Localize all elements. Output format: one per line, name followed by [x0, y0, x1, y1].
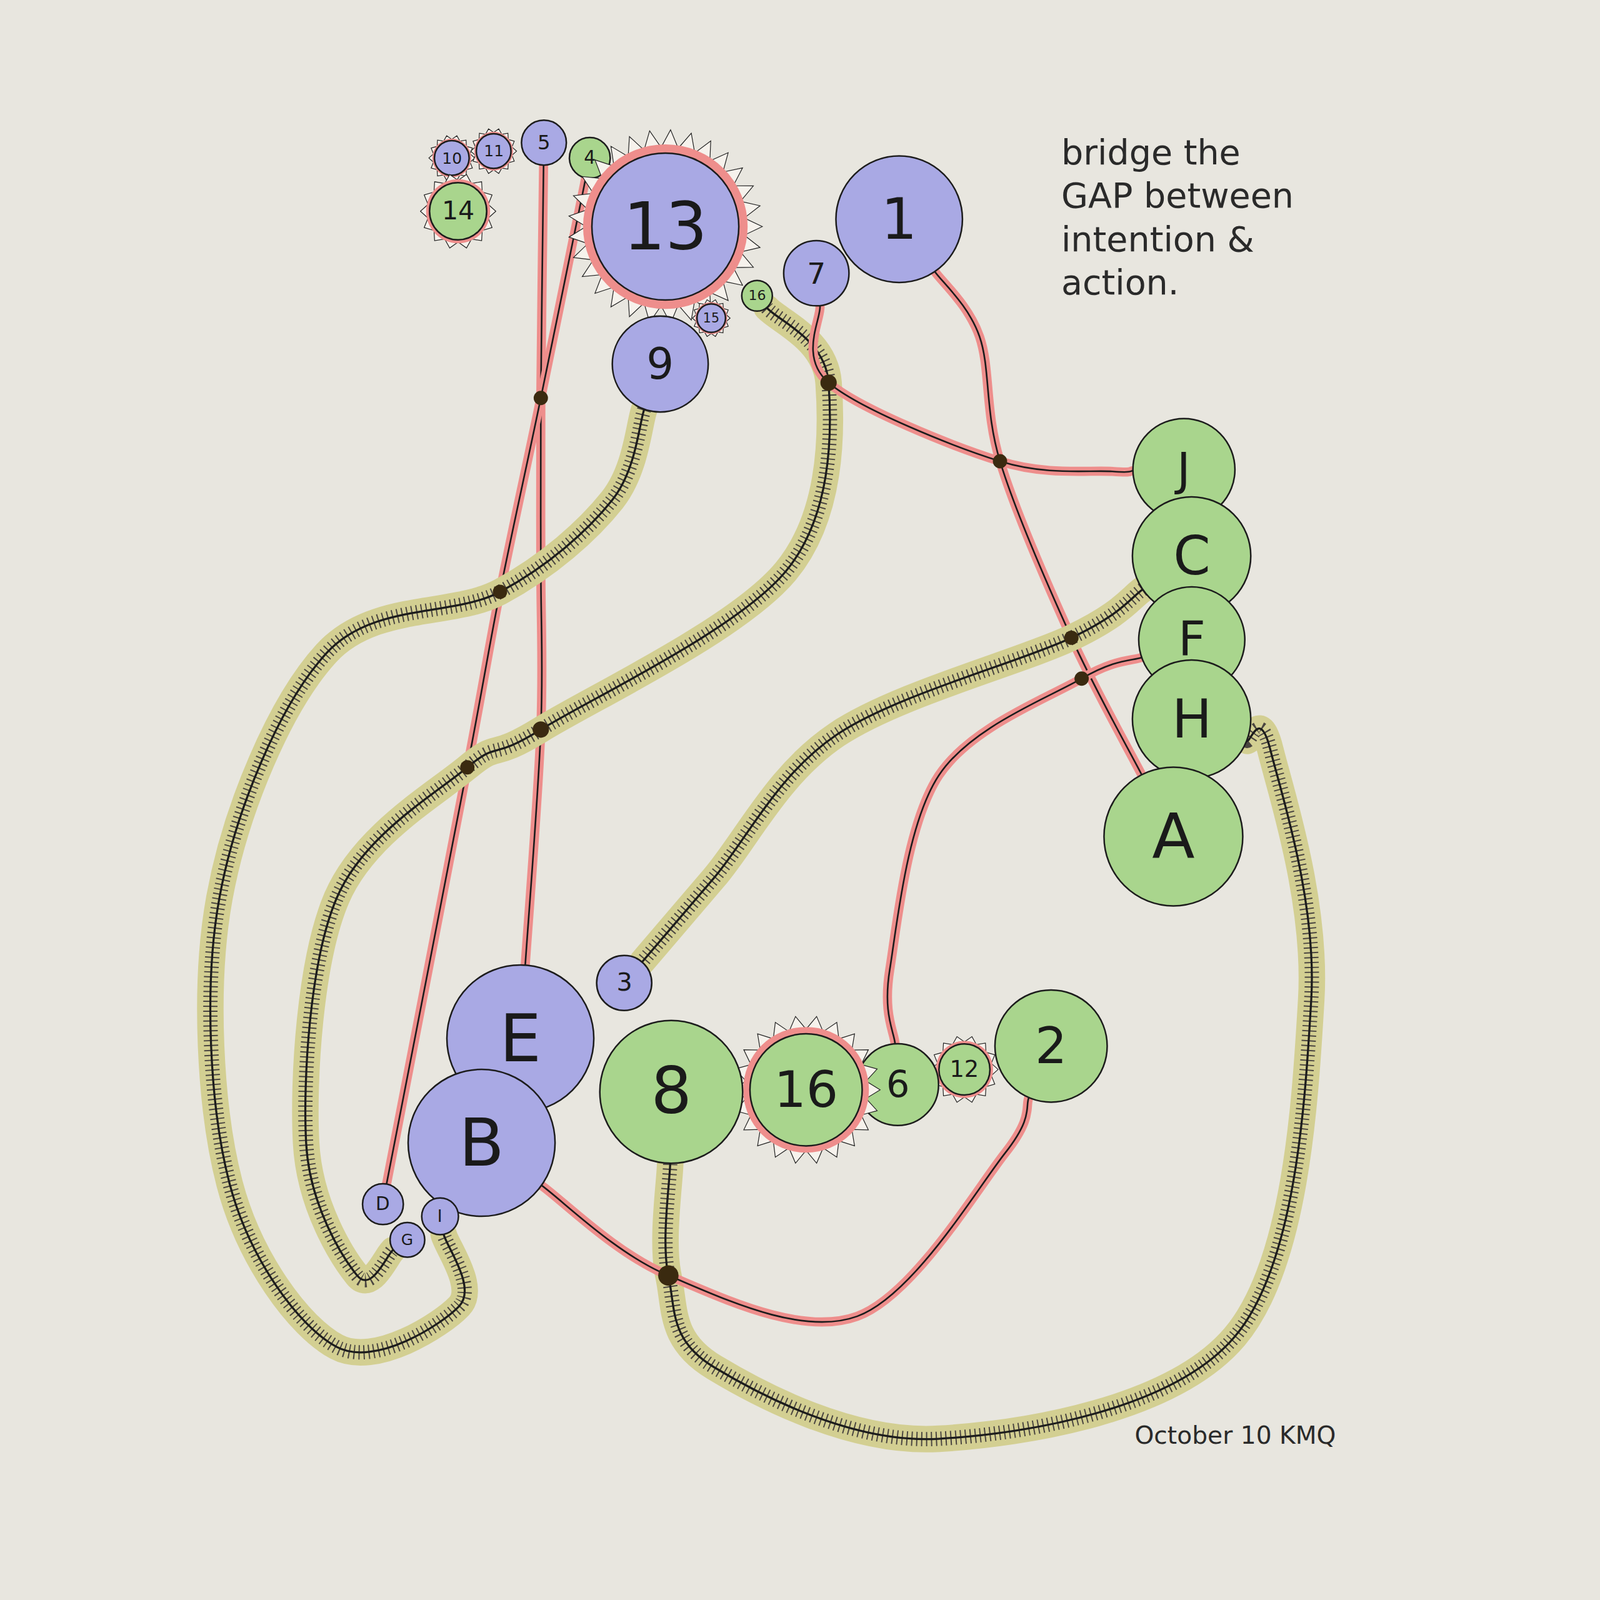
band-hatching — [305, 307, 830, 1280]
circle-node: 5 — [521, 120, 567, 166]
hatched-band — [665, 728, 1312, 1440]
hatched-band — [305, 307, 830, 1280]
circle-node: 2 — [995, 990, 1108, 1103]
signature-date: October 10 KMQ — [1135, 1420, 1442, 1452]
junction-dot — [1064, 630, 1079, 645]
node-label: 5 — [537, 132, 551, 153]
circle-node: 11 — [476, 133, 512, 169]
circle-node: 3 — [596, 955, 652, 1010]
node-label: 6 — [886, 1066, 910, 1104]
band-fill — [305, 307, 830, 1280]
circle-node: 1 — [835, 156, 962, 283]
circle-node: 16 — [750, 1033, 863, 1147]
circle-node: I — [421, 1198, 459, 1235]
circle-node: 8 — [600, 1020, 744, 1164]
circle-node: B — [408, 1069, 555, 1217]
note-text: bridge the GAP between intention & actio… — [1061, 130, 1317, 305]
circle-node: H — [1132, 660, 1251, 779]
hatched-band — [642, 589, 1144, 962]
junction-dot — [1074, 671, 1089, 686]
edge-group — [210, 165, 1312, 1439]
pink-ribbon — [887, 657, 1142, 1044]
node-label: 16 — [748, 288, 766, 303]
node-label: B — [458, 1110, 505, 1177]
node-label: C — [1173, 529, 1211, 583]
node-label: 4 — [583, 148, 596, 167]
band-fill — [642, 589, 1144, 962]
circle-node: D — [362, 1183, 404, 1225]
node-label: F — [1178, 615, 1206, 664]
junction-dot — [533, 390, 549, 405]
band-fill — [665, 728, 1312, 1440]
junction-dot — [658, 1265, 679, 1286]
band-line — [305, 307, 830, 1280]
band-hatching — [642, 589, 1144, 962]
node-label: 12 — [949, 1058, 979, 1082]
junction-dot — [460, 760, 475, 775]
node-label: E — [499, 1005, 542, 1072]
node-label: G — [401, 1231, 414, 1248]
node-label: 8 — [651, 1059, 692, 1124]
junction-dot — [993, 454, 1008, 469]
node-label: 13 — [623, 193, 708, 260]
node-label: 15 — [703, 311, 720, 325]
junction-dot — [493, 585, 508, 600]
node-label: 14 — [441, 198, 475, 224]
node-label: 7 — [806, 258, 826, 289]
band-hatching — [665, 728, 1312, 1440]
circle-node: 9 — [612, 316, 709, 412]
junction-dot — [820, 374, 837, 391]
node-label: 10 — [441, 150, 462, 167]
node-label: H — [1171, 692, 1212, 746]
ribbon-fill — [887, 657, 1142, 1044]
circle-node: 14 — [429, 182, 487, 240]
node-label: 3 — [616, 970, 633, 995]
circle-node: 7 — [783, 240, 849, 306]
node-label: 1 — [880, 190, 917, 248]
circle-node: 16 — [741, 280, 773, 312]
circle-node: A — [1104, 767, 1244, 907]
ribbon-line — [887, 657, 1142, 1044]
circle-node: 13 — [591, 153, 739, 300]
junction-dot — [532, 721, 549, 738]
circle-node: 15 — [696, 304, 726, 334]
node-label: D — [375, 1195, 390, 1214]
circle-node: 12 — [938, 1043, 990, 1095]
node-label: 9 — [646, 342, 674, 386]
node-label: I — [437, 1208, 443, 1225]
node-label: 16 — [773, 1064, 839, 1115]
node-label: J — [1176, 446, 1191, 492]
node-label: 11 — [483, 143, 504, 159]
node-label: A — [1151, 805, 1195, 869]
node-label: 2 — [1035, 1020, 1067, 1072]
band-line — [642, 589, 1144, 962]
band-line — [665, 728, 1312, 1440]
circle-node: G — [390, 1222, 425, 1258]
circle-node: 10 — [435, 140, 470, 176]
